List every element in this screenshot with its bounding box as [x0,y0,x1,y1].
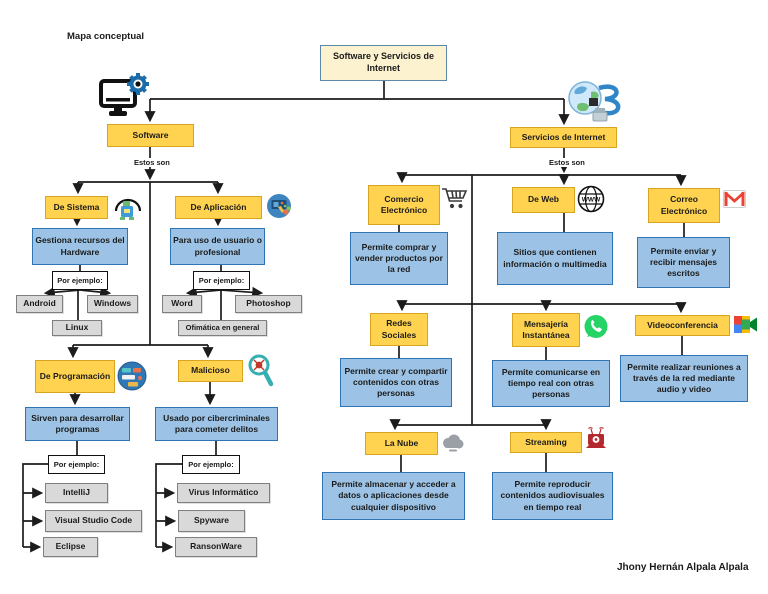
broadcast-laptop-icon [585,426,607,452]
meet-camera-icon [733,312,758,337]
node-redes-sociales: Redes Sociales [370,313,428,346]
example-vscode: Visual Studio Code [45,510,142,532]
node-servicios-internet: Servicios de Internet [510,127,617,148]
cloud-icon [440,433,465,452]
node-streaming: Streaming [510,432,582,453]
desc-streaming: Permite reproducir contenidos audiovisua… [492,472,613,520]
desc-de-web: Sitios que contienen información o multi… [497,232,613,285]
gmail-icon [723,190,746,208]
author-name: Jhony Hernán Alpala Alpala [617,562,749,573]
desc-la-nube: Permite almacenar y acceder a datos o ap… [322,472,465,520]
node-de-web: De Web [512,187,575,213]
example-ofimatica: Ofimática en general [178,320,267,336]
whatsapp-icon [583,314,609,340]
system-machine-icon [112,193,144,223]
node-software: Software [107,124,194,147]
desc-videoconferencia: Permite realizar reuniones a través de l… [620,355,748,402]
globe-cable-icon [563,78,627,126]
node-correo-electronico: Correo Electrónico [648,188,720,223]
desc-de-aplicacion: Para uso de usuario o profesional [170,228,265,265]
node-la-nube: La Nube [365,432,438,455]
node-mensajeria-instantanea: Mensajería Instantánea [512,313,580,347]
desc-redes-sociales: Permite crear y compartir contenidos con… [340,358,452,407]
example-word: Word [162,295,202,313]
node-comercio-electronico: Comercio Electrónico [368,185,440,225]
por-ejemplo-malicioso: Por ejemplo: [182,455,240,474]
por-ejemplo-de-sistema: Por ejemplo: [52,271,108,290]
node-de-sistema: De Sistema [45,196,108,219]
node-root: Software y Servicios de Internet [320,45,447,81]
example-eclipse: Eclipse [43,537,98,557]
computer-gear-icon [97,70,153,124]
example-ransonware: RansonWare [175,537,257,557]
svg-text:WWW: WWW [582,197,601,204]
example-windows: Windows [87,295,138,313]
example-android: Android [16,295,63,313]
social-media-grid-icon [432,307,469,346]
example-spyware: Spyware [178,510,245,532]
estos-son-label-internet: Estos son [546,158,588,167]
desc-mensajeria-instantanea: Permite comunicarse en tiempo real con o… [492,360,610,407]
www-globe-icon: WWW [577,185,605,213]
node-malicioso: Malicioso [178,360,243,382]
por-ejemplo-de-programacion: Por ejemplo: [48,455,105,474]
page-title: Mapa conceptual [67,31,145,42]
node-de-programacion: De Programación [35,360,115,393]
estos-son-label-software: Estos son [131,158,173,167]
example-linux: Linux [52,320,102,336]
desc-comercio-electronico: Permite comprar y vender productos por l… [350,232,448,285]
node-de-aplicacion: De Aplicación [175,196,262,219]
desc-de-sistema: Gestiona recursos del Hardware [32,228,128,265]
desc-malicioso: Usado por cibercriminales para cometer d… [155,407,278,441]
app-sphere-icon [265,193,293,220]
desc-de-programacion: Sirven para desarrollar programas [25,407,130,441]
example-intellij: IntelliJ [45,483,108,503]
example-virus: Virus Informático [177,483,270,503]
por-ejemplo-de-aplicacion: Por ejemplo: [193,271,250,290]
example-photoshop: Photoshop [235,295,302,313]
code-sphere-icon [116,358,148,394]
desc-correo-electronico: Permite enviar y recibir mensajes escrit… [637,237,730,288]
shopping-cart-icon [441,186,468,211]
node-videoconferencia: Videoconferencia [635,315,730,336]
magnifier-bug-icon [245,353,275,393]
